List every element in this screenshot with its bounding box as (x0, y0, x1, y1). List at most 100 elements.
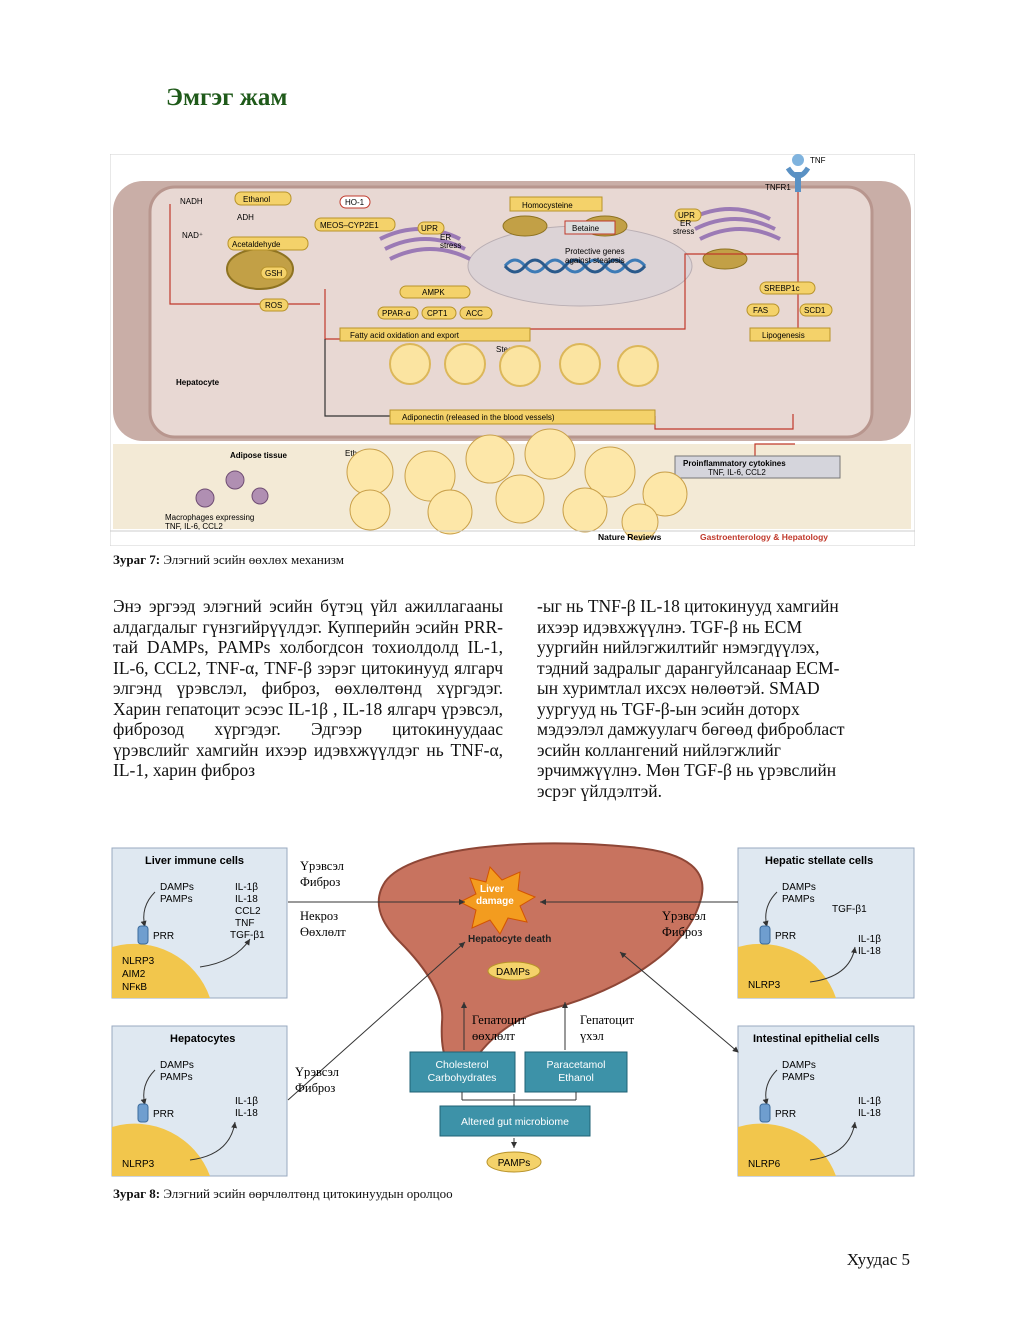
body-right-line-4: тэдний задралыг дарангуйлсанаар ECM- (537, 657, 840, 678)
body-right-line-1: -ыг нь TNF-β IL-18 цитокинууд хамгийн (537, 596, 839, 616)
immune-cytokine-5: TGF-β1 (230, 930, 265, 941)
stress-left-label: stress (440, 241, 461, 250)
annotation-inflam-1-line-2: Фиброз (300, 875, 340, 889)
protective-label-1: Protective genes (565, 247, 625, 256)
body-right-line-6: уургууд нь TGF-β-ын эсийн доторх (537, 698, 800, 719)
liver-damage-burst (458, 865, 537, 935)
hepatocytes-prr: PRR (153, 1109, 174, 1120)
stellate-prr: PRR (775, 931, 796, 942)
lipogenesis-label: Lipogenesis (762, 331, 805, 340)
hepatocytes-receptor: NLRP3 (122, 1159, 155, 1170)
ros-label: ROS (265, 301, 282, 310)
liver-damps-label: DAMPs (496, 967, 530, 978)
liver-shape (377, 842, 704, 1073)
ppar-label: PPAR-α (382, 309, 411, 318)
meos-label: MEOS–CYP2E1 (320, 221, 379, 230)
stellate-cytokine-2: IL-18 (858, 946, 881, 957)
macrophages-label-1: Macrophages expressing (165, 513, 254, 522)
hepatocyte-death-label: Hepatocyte death (468, 934, 551, 945)
panel-hepatic-stellate-cells: Hepatic stellate cells DAMPs PAMPs PRR T… (737, 847, 915, 999)
body-left-paragraph: Энэ эргээд элэгний эсийн бүтэц үйл ажилл… (113, 596, 503, 780)
tnf-label: TNF (810, 156, 826, 165)
panel-hepatocytes: Hepatocytes DAMPs PAMPs PRR IL-1β IL-18 … (111, 1025, 288, 1177)
adipose-label: Adipose tissue (230, 451, 287, 460)
section-heading: Эмгэг жам (166, 84, 288, 111)
homocysteine-label: Homocysteine (522, 201, 573, 210)
annotation-inflam-2-line-2: Фиброз (662, 925, 702, 939)
page-number: Хуудас 5 (846, 1250, 910, 1269)
stellate-tgf: TGF-β1 (832, 904, 867, 915)
annotation-inflam-2-line-1: Үрэвсэл (662, 909, 706, 923)
er-right-label: ER (680, 219, 691, 228)
figure-7-caption-text: Элэгний эсийн өөхлөх механизм (163, 552, 344, 567)
panel-hepatocytes-title: Hepatocytes (170, 1033, 235, 1045)
liver-damage-label-2: damage (476, 896, 514, 907)
intestinal-prr: PRR (775, 1109, 796, 1120)
liver-damage-label-1: Liver (480, 884, 504, 895)
immune-receptor-2: AIM2 (122, 969, 146, 980)
immune-prr: PRR (153, 931, 174, 942)
annotation-poison-line-1: Гепатоцит (580, 1013, 635, 1027)
box-paracetamol-line-1: Paracetamol (547, 1059, 606, 1071)
immune-pamps: PAMPs (160, 894, 193, 905)
ethanol-label: Ethanol (243, 195, 270, 204)
adh-label: ADH (237, 213, 254, 222)
box-gut-microbiome: Altered gut microbiome (461, 1116, 569, 1128)
immune-cytokine-2: IL-18 (235, 894, 258, 905)
figure-7-fatty-liver-mechanism: TNF TNFR1 NADH NAD⁺ Ethanol ADH Acetalde… (110, 154, 915, 546)
body-right-line-10: эсрэг үйлдэлтэй. (537, 780, 662, 801)
body-right-line-3: уургийн нийлэгжилтийг нэмэгдүүлэх, (537, 637, 820, 657)
annotation-inflam-3-line-2: Фиброз (295, 1081, 335, 1095)
body-right-line-7: мэдээлэл дамжуулагч бөгөөд фибробласт (537, 719, 845, 739)
annotation-necrosis-line-1: Некроз (300, 909, 338, 923)
nadh-label: NADH (180, 197, 203, 206)
stellate-receptor: NLRP3 (748, 980, 781, 991)
annotation-inflam-1-line-1: Үрэвсэл (300, 859, 344, 873)
stellate-damps: DAMPs (782, 882, 816, 893)
acetaldehyde-label: Acetaldehyde (232, 240, 281, 249)
immune-receptor-1: NLRP3 (122, 956, 155, 967)
intestinal-cytokine-1: IL-1β (858, 1096, 881, 1107)
figure-7-caption-label: Зураг 7: (113, 552, 161, 567)
upr-left-label: UPR (421, 224, 438, 233)
immune-cytokine-3: CCL2 (235, 906, 261, 917)
immune-receptor-3: NFκB (122, 982, 147, 993)
hepatocytes-pamps: PAMPs (160, 1072, 193, 1083)
betaine-label: Betaine (572, 224, 600, 233)
figure-7-caption: Зураг 7: Элэгний эсийн өөхлөх механизм (113, 552, 344, 568)
annotation-poison-line-2: үхэл (580, 1029, 604, 1043)
gsh-label: GSH (265, 269, 283, 278)
nad-label: NAD⁺ (182, 231, 203, 240)
nature-reviews-label: Nature Reviews (598, 532, 662, 542)
fas-label: FAS (753, 306, 768, 315)
body-right-line-5: ын хуримтлал ихсэх нөлөөтэй. SMAD (537, 678, 820, 698)
annotation-fatty-line-2: өөхлөлт (472, 1029, 515, 1043)
box-cholesterol-line-2: Carbohydrates (428, 1072, 497, 1084)
annotation-necrosis-line-2: Өөхлөлт (300, 925, 346, 939)
annotation-fatty-line-1: Гепатоцит (472, 1013, 527, 1027)
pamps-label: PAMPs (498, 1158, 531, 1169)
hepatocytes-cytokine-1: IL-1β (235, 1096, 258, 1107)
scd1-label: SCD1 (804, 306, 826, 315)
tnfr1-label: TNFR1 (765, 183, 791, 192)
macrophages-label-2: TNF, IL-6, CCL2 (165, 522, 223, 531)
panel-liver-immune-cells: Liver immune cells DAMPs PAMPs PRR NLRP3… (111, 847, 288, 999)
hepatocyte-label: Hepatocyte (176, 378, 220, 387)
panel-stellate-title: Hepatic stellate cells (765, 855, 873, 867)
figure-8-cytokines-in-liver-cells: Liver immune cells DAMPs PAMPs PRR NLRP3… (111, 842, 915, 1177)
stress-right-label: stress (673, 227, 694, 236)
immune-cytokine-1: IL-1β (235, 882, 258, 893)
er-left-label: ER (440, 233, 451, 242)
cpt1-label: CPT1 (427, 309, 448, 318)
figure-8-caption-label: Зураг 8: (113, 1186, 161, 1201)
body-right-line-2: ихээр идэвхжүүлнэ. TGF-β нь ECM (537, 616, 803, 637)
acc-label: ACC (466, 309, 483, 318)
figure-8-caption: Зураг 8: Элэгний эсийн өөрчлөлтөнд циток… (113, 1186, 453, 1202)
immune-damps: DAMPs (160, 882, 194, 893)
panel-immune-title: Liver immune cells (145, 855, 244, 867)
body-left-column: Энэ эргээд элэгний эсийн бүтэц үйл ажилл… (113, 596, 503, 781)
adiponectin-label: Adiponectin (released in the blood vesse… (402, 413, 555, 422)
figure-8-caption-text: Элэгний эсийн өөрчлөлтөнд цитокинуудын о… (163, 1186, 453, 1201)
intestinal-damps: DAMPs (782, 1060, 816, 1071)
fao-label: Fatty acid oxidation and export (350, 331, 460, 340)
